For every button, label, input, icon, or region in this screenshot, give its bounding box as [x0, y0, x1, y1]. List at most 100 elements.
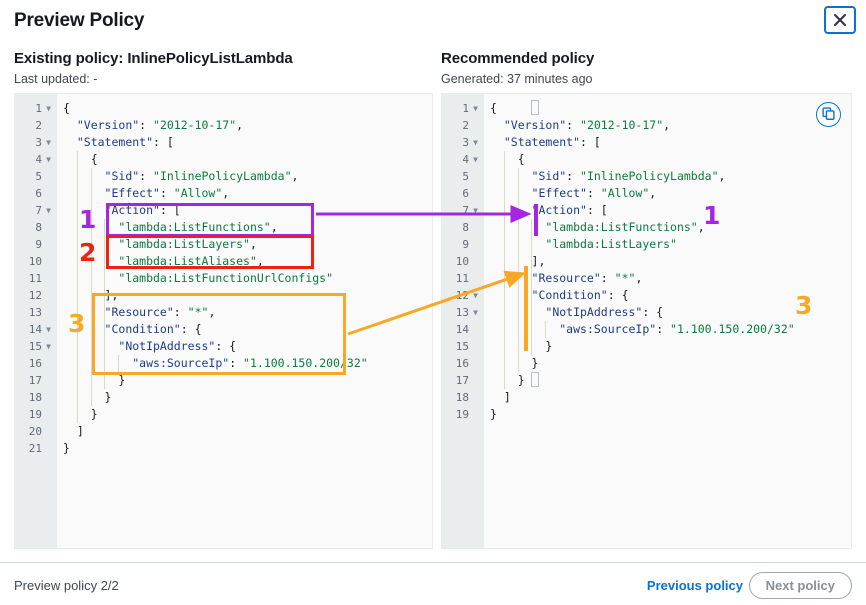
fold-arrow-icon[interactable]: ▼ [473, 308, 478, 317]
line-number: 2▼ [35, 119, 42, 132]
code-line: "lambda:ListFunctions", [118, 220, 278, 234]
close-icon [833, 13, 847, 27]
code-line: { [490, 101, 497, 115]
line-number: 17▼ [455, 374, 469, 387]
line-number: 6▼ [462, 187, 469, 200]
fold-arrow-icon[interactable]: ▼ [46, 104, 51, 113]
line-number: 19▼ [455, 408, 469, 421]
code-line: } [118, 373, 126, 387]
line-number: 3▼ [442, 134, 484, 151]
line-number: 5▼ [462, 170, 469, 183]
next-policy-button[interactable]: Next policy [748, 572, 852, 599]
line-number: 21▼ [28, 442, 42, 455]
line-number: 17▼ [28, 374, 42, 387]
line-number: 5▼ [35, 170, 42, 183]
recommended-policy-code-panel[interactable]: 1▼2▼3▼4▼5▼6▼7▼8▼9▼10▼11▼12▼13▼14▼15▼16▼1… [441, 93, 852, 549]
code-line: "Version": "2012-10-17", [503, 118, 671, 132]
existing-policy-heading: Existing policy: InlinePolicyListLambda [14, 50, 293, 67]
code-line: ] [503, 390, 511, 404]
code-line: "lambda:ListFunctionUrlConfigs" [118, 271, 334, 285]
code-line: "Resource": "*", [531, 271, 643, 285]
line-number: 7▼ [15, 202, 57, 219]
page-title: Preview Policy [14, 10, 145, 31]
line-number: 1▼ [15, 100, 57, 117]
line-number: 15▼ [15, 338, 57, 355]
line-number: 4▼ [15, 151, 57, 168]
recommended-policy-subtitle: Generated: 37 minutes ago [441, 72, 593, 86]
copy-icon [822, 106, 835, 123]
code-line: ], [531, 254, 546, 268]
line-number: 19▼ [28, 408, 42, 421]
code-content-recommended[interactable]: { "Version": "2012-10-17", "Statement": … [484, 94, 851, 548]
line-number: 16▼ [455, 357, 469, 370]
fold-arrow-icon[interactable]: ▼ [46, 155, 51, 164]
code-line: } [545, 339, 553, 353]
line-number: 4▼ [442, 151, 484, 168]
code-line: "aws:SourceIp": "1.100.150.200/32" [132, 356, 368, 370]
fold-arrow-icon[interactable]: ▼ [46, 138, 51, 147]
fold-arrow-icon[interactable]: ▼ [473, 155, 478, 164]
line-number: 9▼ [35, 238, 42, 251]
line-number: 7▼ [442, 202, 484, 219]
code-line: "Effect": "Allow", [531, 186, 657, 200]
previous-policy-link[interactable]: Previous policy [646, 578, 743, 593]
fold-arrow-icon[interactable]: ▼ [46, 342, 51, 351]
line-number: 11▼ [455, 272, 469, 285]
line-number: 1▼ [442, 100, 484, 117]
code-line: ], [104, 288, 119, 302]
code-line: } [517, 373, 525, 387]
fold-arrow-icon[interactable]: ▼ [473, 104, 478, 113]
line-number: 18▼ [455, 391, 469, 404]
line-number: 14▼ [15, 321, 57, 338]
code-line: "Action": [ [531, 203, 608, 217]
code-line: } [63, 441, 70, 455]
code-line: { [90, 152, 98, 166]
line-number: 10▼ [455, 255, 469, 268]
footer-status: Preview policy 2/2 [14, 578, 119, 593]
line-number: 2▼ [462, 119, 469, 132]
code-line: "Effect": "Allow", [104, 186, 230, 200]
close-button[interactable] [824, 6, 856, 34]
line-number: 11▼ [28, 272, 42, 285]
line-number: 12▼ [442, 287, 484, 304]
code-line: ] [76, 424, 84, 438]
fold-arrow-icon[interactable]: ▼ [46, 206, 51, 215]
fold-arrow-icon[interactable]: ▼ [473, 206, 478, 215]
copy-button[interactable] [816, 102, 841, 127]
code-line: "lambda:ListLayers" [545, 237, 677, 251]
line-number: 20▼ [28, 425, 42, 438]
existing-policy-code-panel[interactable]: 1▼2▼3▼4▼5▼6▼7▼8▼9▼10▼11▼12▼13▼14▼15▼16▼1… [14, 93, 433, 549]
code-line: "lambda:ListLayers", [118, 237, 257, 251]
line-number: 13▼ [28, 306, 42, 319]
line-number: 12▼ [28, 289, 42, 302]
line-number: 8▼ [462, 221, 469, 234]
code-line: "Resource": "*", [104, 305, 216, 319]
code-line: "lambda:ListFunctions", [545, 220, 705, 234]
code-content-existing[interactable]: { "Version": "2012-10-17", "Statement": … [57, 94, 432, 548]
line-number-gutter: 1▼2▼3▼4▼5▼6▼7▼8▼9▼10▼11▼12▼13▼14▼15▼16▼1… [442, 94, 484, 548]
code-line: { [63, 101, 70, 115]
fold-arrow-icon[interactable]: ▼ [473, 138, 478, 147]
line-number: 9▼ [462, 238, 469, 251]
code-line: "Statement": [ [503, 135, 601, 149]
code-line: "NotIpAddress": { [118, 339, 237, 353]
line-number-gutter: 1▼2▼3▼4▼5▼6▼7▼8▼9▼10▼11▼12▼13▼14▼15▼16▼1… [15, 94, 57, 548]
line-number: 15▼ [455, 340, 469, 353]
bracket-match-highlight [531, 100, 539, 115]
code-line: } [104, 390, 112, 404]
line-number: 10▼ [28, 255, 42, 268]
code-line: "Sid": "InlinePolicyLambda", [104, 169, 299, 183]
bracket-match-highlight-close [531, 372, 539, 387]
code-line: } [490, 407, 497, 421]
code-line: "Sid": "InlinePolicyLambda", [531, 169, 726, 183]
recommended-policy-heading: Recommended policy [441, 50, 595, 67]
footer-divider [0, 562, 866, 563]
code-line: "lambda:ListAliases", [118, 254, 264, 268]
code-line: "Statement": [ [76, 135, 174, 149]
line-number: 13▼ [442, 304, 484, 321]
line-number: 16▼ [28, 357, 42, 370]
fold-arrow-icon[interactable]: ▼ [46, 325, 51, 334]
line-number: 18▼ [28, 391, 42, 404]
fold-arrow-icon[interactable]: ▼ [473, 291, 478, 300]
line-number: 3▼ [15, 134, 57, 151]
